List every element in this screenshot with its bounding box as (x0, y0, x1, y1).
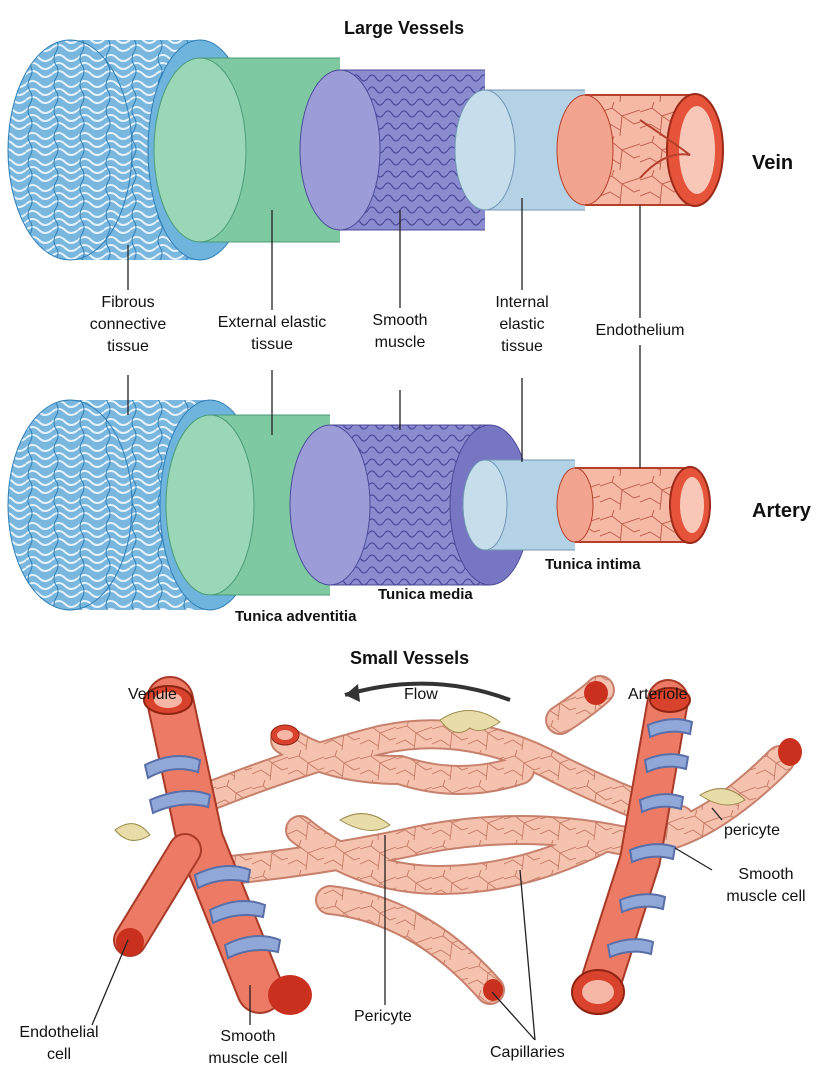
fibrous-connective-tissue-label: Fibrous connective tissue (78, 292, 178, 358)
external-elastic-tissue-label: External elastic tissue (200, 312, 344, 356)
small-vessels-illustration (115, 681, 802, 1015)
endothelium-label: Endothelium (578, 320, 702, 342)
arteriole-label: Arteriole (628, 684, 688, 706)
tunica-intima-label: Tunica intima (545, 556, 641, 573)
tunica-media-label: Tunica media (378, 586, 473, 603)
endothelial-cell-label: Endothelial cell (14, 1022, 104, 1066)
vein-label: Vein (752, 152, 793, 175)
artery-illustration (8, 400, 710, 610)
tunica-adventitia-label: Tunica adventitia (235, 608, 356, 625)
vein-illustration (8, 40, 723, 260)
venule-label: Venule (128, 684, 177, 706)
smooth-muscle-cell-bottom-label: Smooth muscle cell (198, 1026, 298, 1070)
pericyte-right-label: pericyte (724, 820, 780, 842)
smooth-muscle-cell-right-label: Smooth muscle cell (718, 864, 814, 908)
smooth-muscle-label: Smooth muscle (360, 310, 440, 354)
pericyte-bottom-label: Pericyte (354, 1006, 412, 1028)
capillaries-label: Capillaries (490, 1042, 565, 1064)
internal-elastic-tissue-label: Internal elastic tissue (482, 292, 562, 358)
large-vessels-title: Large Vessels (344, 18, 464, 39)
flow-label: Flow (404, 684, 438, 706)
small-vessels-title: Small Vessels (350, 648, 469, 669)
artery-label: Artery (752, 500, 811, 523)
